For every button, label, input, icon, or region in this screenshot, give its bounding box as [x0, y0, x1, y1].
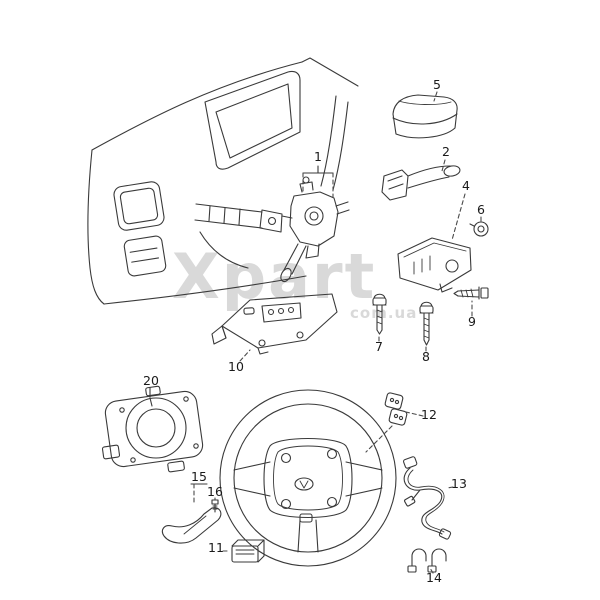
lever-part-15 — [161, 507, 222, 544]
grommet-part-6 — [469, 221, 489, 237]
watermark-main: Xpart — [172, 240, 377, 313]
callout-4: 4 — [462, 177, 470, 193]
column-cover-part-5 — [392, 94, 458, 139]
callout-10: 10 — [228, 358, 244, 374]
callout-6: 6 — [477, 201, 485, 217]
screw-part-7 — [372, 293, 387, 335]
switch-module-part-12 — [384, 392, 408, 426]
steering-wheel-drawing — [219, 389, 397, 567]
watermark-sub: com.ua — [350, 304, 418, 322]
watermark: Xpart com.ua — [172, 246, 416, 321]
callout-16: 16 — [207, 483, 223, 499]
lower-trim-part-4 — [397, 237, 472, 293]
switch-blank-part-11 — [231, 539, 265, 563]
switch-assembly-part-1 — [280, 176, 350, 283]
dashboard-sketch — [87, 57, 359, 305]
wiring-harness-part-13 — [403, 456, 452, 540]
leader-lines — [149, 91, 482, 574]
callout-12: 12 — [421, 406, 437, 422]
callout-14: 14 — [426, 569, 442, 585]
callout-7: 7 — [375, 338, 383, 354]
callout-20: 20 — [143, 372, 159, 388]
clock-spring-part-20 — [101, 385, 204, 473]
clips-part-14 — [407, 548, 447, 573]
mounting-plate-part-10 — [211, 293, 338, 355]
screw-part-16 — [211, 499, 219, 513]
stalk-lever-part-2 — [381, 165, 461, 201]
callout-5: 5 — [433, 76, 441, 92]
bolt-part-9 — [453, 286, 489, 300]
callout-9: 9 — [468, 313, 476, 329]
callout-11: 11 — [208, 539, 224, 555]
callout-15: 15 — [191, 468, 207, 484]
callout-2: 2 — [442, 143, 450, 159]
screw-part-8 — [419, 301, 434, 346]
callout-1: 1 — [314, 148, 322, 164]
callout-8: 8 — [422, 348, 430, 364]
callout-13: 13 — [451, 475, 467, 491]
